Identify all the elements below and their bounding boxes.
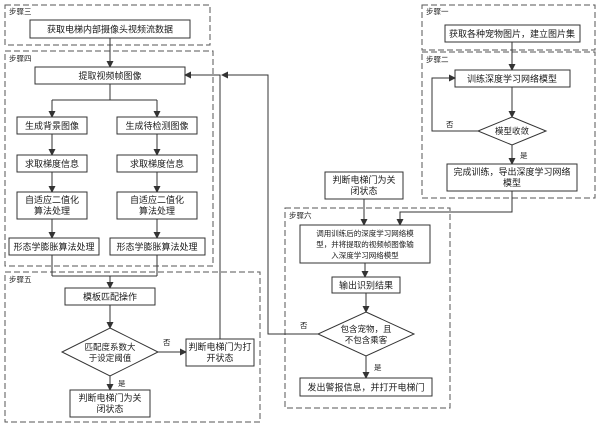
- match-yes-label: 是: [118, 379, 126, 388]
- converge-no-label: 否: [446, 120, 454, 129]
- step1-region: [421, 4, 596, 51]
- step4-tag: 步骤四: [9, 54, 32, 63]
- converge-text: 模型收敛: [495, 126, 530, 137]
- finish-train-text-1: 完成训练，导出深度学习网络: [453, 166, 570, 178]
- morph-right-text: 形态学膨胀算法处理: [116, 241, 197, 253]
- invoke-model-text-2: 型，并将提取的视频帧图像输: [316, 239, 414, 249]
- alarm-text: 发出警报信息，并打开电梯门: [307, 382, 424, 394]
- step1-tag: 步骤一: [426, 7, 449, 16]
- arrow-converge-no: [431, 74, 478, 132]
- door-closed-top-text-2: 闭状态: [350, 185, 377, 197]
- get-video-text: 获取电梯内部摄像头视频流数据: [47, 24, 173, 36]
- arrow-open-loop: [184, 71, 221, 339]
- gen-bg-text: 生成背景图像: [25, 120, 79, 132]
- bin-right-text-2: 算法处理: [139, 205, 175, 217]
- template-match-text: 模板匹配操作: [83, 291, 137, 303]
- train-model-text: 训练深度学习网络模型: [467, 73, 557, 85]
- bin-right-box: [116, 191, 198, 220]
- match-decision-text-1: 匹配度系数大: [84, 342, 136, 353]
- match-decision-text-2: 于设定阈值: [89, 353, 132, 364]
- match-no-label: 否: [163, 338, 171, 347]
- gen-detect-text: 生成待检测图像: [125, 120, 188, 132]
- invoke-model-text-1: 调用训练后的深度学习网络模: [316, 228, 414, 238]
- door-closed-top-text-1: 判断电梯门为关: [332, 174, 395, 186]
- door-closed-left-box: [69, 389, 151, 418]
- morph-left-text: 形态学膨胀算法处理: [13, 241, 94, 253]
- door-open-box: [185, 338, 255, 367]
- morph-left-box: [8, 237, 100, 256]
- step5-tag: 步骤五: [9, 275, 32, 284]
- step3-region: [4, 4, 211, 46]
- grad-left-text: 求取梯度信息: [25, 158, 79, 170]
- get-images-text: 获取各种宠物图片，建立图片集: [449, 28, 575, 40]
- finish-train-text-2: 模型: [503, 178, 521, 189]
- bin-left-box: [16, 191, 88, 220]
- arrow-pet-no: [221, 71, 318, 335]
- door-closed-left-text-2: 闭状态: [96, 403, 123, 415]
- converge-yes-label: 是: [520, 151, 528, 160]
- door-open-text-1: 判断电梯门为打: [188, 341, 251, 353]
- invoke-model-box: [299, 224, 431, 264]
- extract-frame-text: 提取视频帧图像: [78, 70, 141, 82]
- arrow-model-to-invoke: [396, 191, 513, 226]
- step2-region: [421, 51, 596, 199]
- step2-tag: 步骤二: [426, 55, 449, 64]
- invoke-model-text-3: 入深度学习网络模型: [331, 250, 399, 260]
- output-result-text: 输出识别结果: [339, 280, 393, 292]
- finish-train-box: [446, 163, 578, 192]
- bin-left-text-2: 算法处理: [34, 205, 70, 217]
- pet-decision-text-1: 包含宠物，且: [340, 324, 392, 335]
- bin-right-text-1: 自适应二值化: [130, 194, 184, 206]
- step4-region: [4, 50, 214, 267]
- door-closed-left-text-1: 判断电梯门为关: [78, 392, 141, 404]
- pet-decision-text-2: 不包含乘客: [345, 335, 388, 346]
- step6-tag: 步骤六: [289, 210, 312, 220]
- step3-tag: 步骤三: [9, 7, 32, 16]
- step6-region: [284, 207, 451, 409]
- bin-left-text-1: 自适应二值化: [25, 194, 79, 206]
- grad-right-text: 求取梯度信息: [130, 158, 184, 170]
- alarm-box: [299, 377, 433, 397]
- pet-yes-label: 是: [374, 363, 382, 372]
- step5-region: [4, 271, 261, 423]
- pet-no-label: 否: [300, 321, 308, 330]
- door-open-text-2: 开状态: [206, 352, 233, 364]
